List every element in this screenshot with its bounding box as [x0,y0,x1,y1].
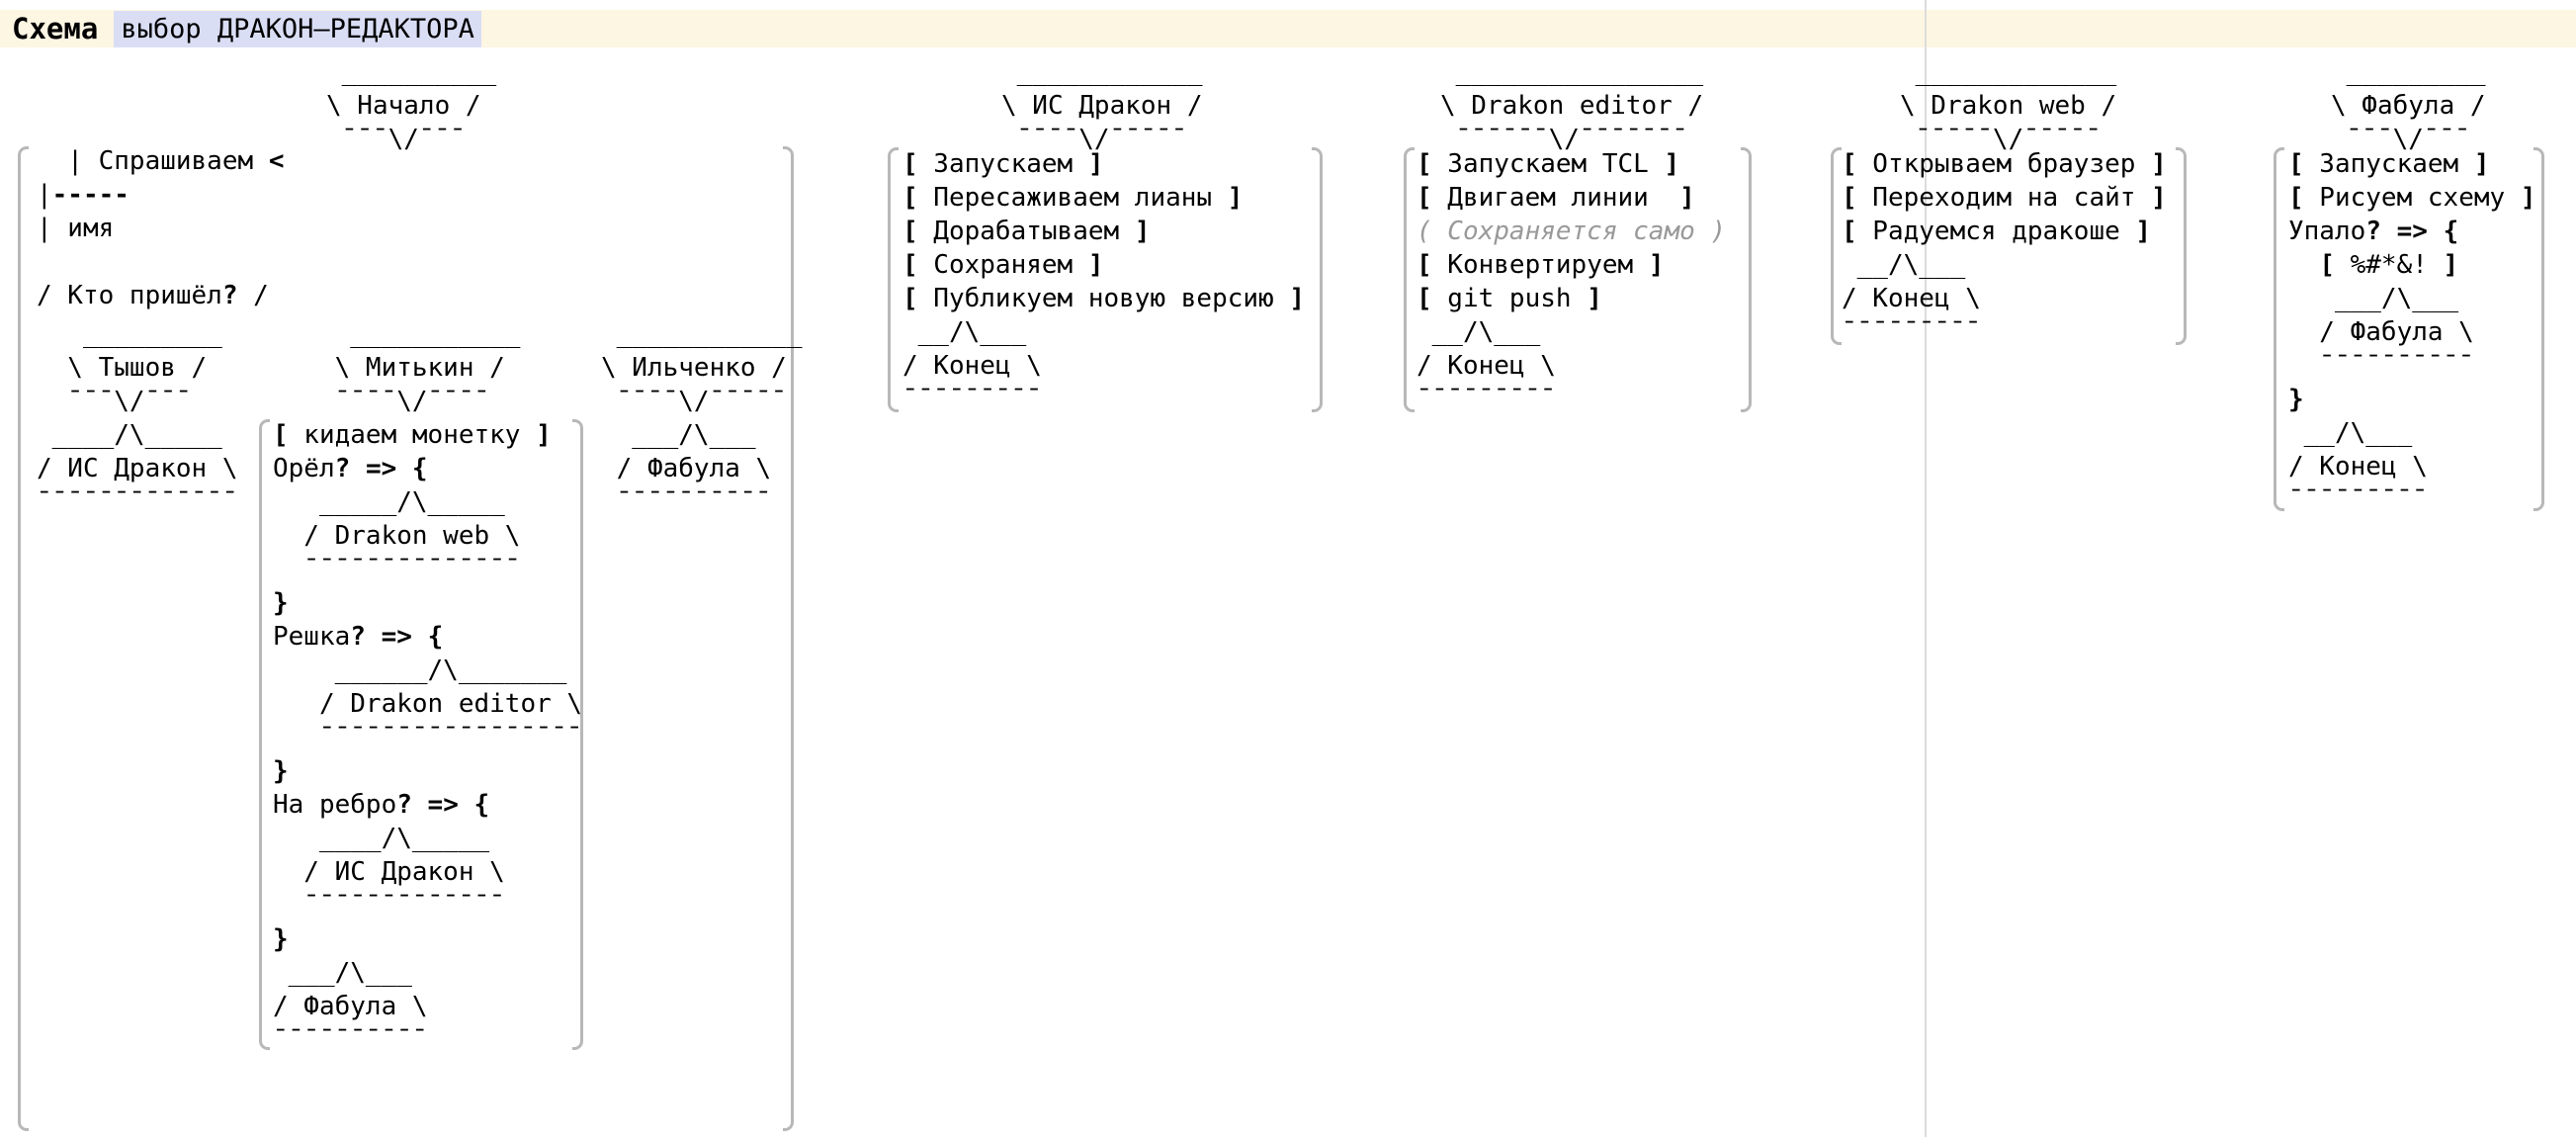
bracket-mitkin-right [572,419,583,1050]
block-ask-name: | Спрашиваем < |----- | имя / Кто пришёл… [37,146,285,310]
bracket-drakon-editor-left [1404,147,1415,412]
block-nachalo-header: __________ \ Начало / ¯¯¯\/¯¯¯ [326,57,497,154]
bracket-main-left [18,146,29,1131]
bracket-isdrakon-right [1312,147,1323,412]
bracket-main-right [783,146,794,1131]
block-mitkin: ___________ \ Митькин / ¯¯¯¯\/¯¯¯¯ [ кид… [273,319,583,1055]
schema-label: Схема [12,12,99,45]
block-drakon-editor-body: [ Запускаем TCL ] [ Двигаем линии ] ( Со… [1417,149,1727,414]
bracket-mitkin-left [259,419,270,1050]
diagram-title: выбор ДРАКОН—РЕДАКТОРА [114,10,481,47]
title-bar: Схема выбор ДРАКОН—РЕДАКТОРА [0,10,2576,47]
bracket-drakon-editor-right [1741,147,1752,412]
block-drakon-web-body: [ Открываем браузер ] [ Переходим на сай… [1842,149,2167,347]
bracket-fabula-right [2533,147,2544,511]
block-isdrakon-header: ____________ \ ИС Дракон / ¯¯¯¯\/¯¯¯¯¯ [1001,57,1203,154]
block-tyshov: _________ \ Тышов / ¯¯¯\/¯¯¯ ____/\_____… [37,319,238,517]
page-divider-line [1925,0,1927,1137]
block-fabula-header: _________ \ Фабула / ¯¯¯\/¯¯¯ [2331,57,2486,154]
bracket-isdrakon-left [888,147,899,412]
block-drakon-web-header: _____________ \ Drakon web / ¯¯¯¯¯\/¯¯¯¯… [1900,57,2117,154]
bracket-drakon-web-right [2176,147,2187,345]
block-ilchenko: ____________ \ Ильченко / ¯¯¯¯\/¯¯¯¯¯ __… [601,319,803,517]
block-fabula-body: [ Запускаем ] [ Рисуем схему ] Упало? =>… [2288,149,2536,515]
block-drakon-editor-header: ________________ \ Drakon editor / ¯¯¯¯¯… [1440,57,1704,154]
block-isdrakon-body: [ Запускаем ] [ Пересаживаем лианы ] [ Д… [902,149,1305,414]
bracket-fabula-left [2274,147,2284,511]
bracket-drakon-web-left [1831,147,1842,345]
